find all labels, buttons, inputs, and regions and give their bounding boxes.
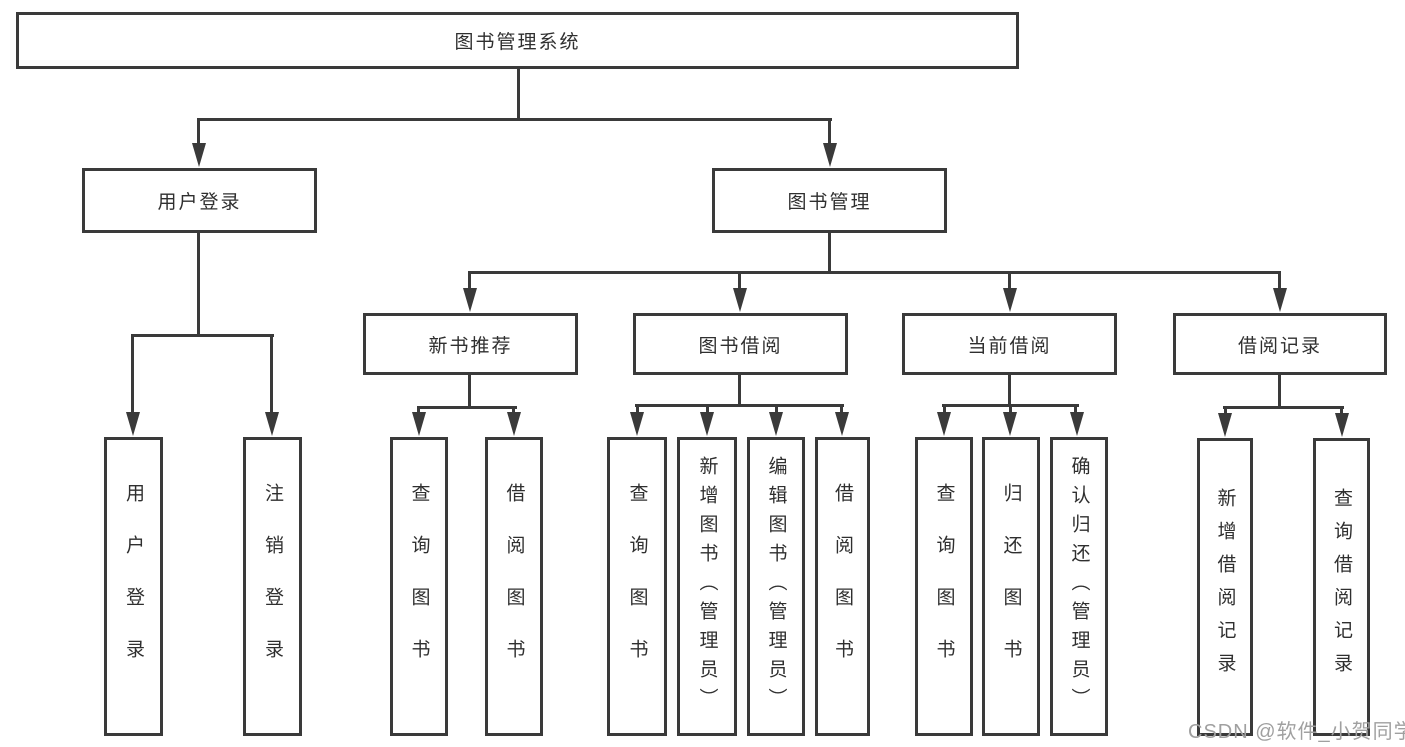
connector-line — [468, 375, 471, 409]
node-book-borrow: 图书借阅 — [633, 313, 848, 375]
connector-line — [706, 404, 709, 414]
leaf-borrow-books-2: 借阅图书 — [815, 437, 870, 736]
node-borrow-records-label: 借阅记录 — [1237, 335, 1322, 357]
connector-line — [1223, 406, 1344, 409]
leaf-add-borrow-record-label: 新增借阅记录 — [1214, 488, 1236, 686]
connector-line — [738, 271, 741, 293]
arrow-down-icon — [1218, 413, 1232, 437]
leaf-edit-books-admin: 编辑图书（管理员） — [747, 437, 805, 736]
connector-line — [828, 233, 831, 274]
arrow-down-icon — [1070, 412, 1084, 436]
connector-line — [1278, 375, 1281, 409]
arrow-down-icon — [192, 143, 206, 167]
connector-line — [512, 406, 515, 416]
arrow-down-icon — [1003, 412, 1017, 436]
connector-line — [468, 271, 1281, 274]
node-root: 图书管理系统 — [16, 12, 1019, 69]
arrow-down-icon — [265, 412, 279, 436]
arrow-down-icon — [507, 412, 521, 436]
connector-line — [417, 406, 517, 409]
connector-line — [635, 404, 844, 407]
connector-line — [738, 375, 741, 407]
leaf-query-borrow-record-label: 查询借阅记录 — [1331, 488, 1352, 686]
connector-line — [1278, 271, 1281, 293]
connector-line — [1340, 406, 1343, 416]
leaf-add-borrow-record: 新增借阅记录 — [1197, 438, 1253, 736]
connector-line — [131, 334, 274, 337]
leaf-confirm-return-admin-label: 确认归还（管理员） — [1068, 456, 1090, 717]
arrow-down-icon — [463, 288, 477, 312]
connector-line — [1074, 404, 1077, 414]
leaf-return-books: 归还图书 — [982, 437, 1040, 736]
connector-line — [468, 271, 471, 293]
leaf-logout: 注销登录 — [243, 437, 302, 736]
arrow-down-icon — [700, 412, 714, 436]
connector-line — [517, 69, 520, 120]
connector-line — [1008, 271, 1011, 293]
leaf-borrow-books-2-label: 借阅图书 — [832, 482, 853, 691]
arrow-down-icon — [630, 412, 644, 436]
leaf-confirm-return-admin: 确认归还（管理员） — [1050, 437, 1108, 736]
leaf-borrow-books-1-label: 借阅图书 — [503, 482, 525, 691]
connector-line — [197, 118, 200, 146]
node-new-book-recommend: 新书推荐 — [363, 313, 578, 375]
leaf-add-books-admin: 新增图书（管理员） — [677, 437, 737, 736]
arrow-down-icon — [823, 143, 837, 167]
connector-line — [828, 118, 831, 146]
leaf-query-books-2: 查询图书 — [607, 437, 667, 736]
connector-line — [197, 233, 200, 336]
leaf-query-books-1-label: 查询图书 — [408, 482, 430, 691]
leaf-query-books-1: 查询图书 — [390, 437, 448, 736]
node-book-management: 图书管理 — [712, 168, 947, 233]
leaf-query-books-3-label: 查询图书 — [933, 482, 955, 691]
node-root-label: 图书管理系统 — [454, 32, 581, 53]
leaf-query-books-3: 查询图书 — [915, 437, 973, 736]
connector-line — [197, 118, 832, 121]
arrow-down-icon — [412, 412, 426, 436]
arrow-down-icon — [1003, 288, 1017, 312]
leaf-query-books-2-label: 查询图书 — [626, 482, 648, 691]
arrow-down-icon — [769, 412, 783, 436]
node-user-login: 用户登录 — [82, 168, 317, 233]
connector-line — [1008, 375, 1011, 407]
leaf-edit-books-admin-label: 编辑图书（管理员） — [765, 456, 787, 717]
leaf-add-books-admin-label: 新增图书（管理员） — [696, 456, 718, 717]
connector-line — [636, 404, 639, 414]
leaf-user-login: 用户登录 — [104, 437, 163, 736]
node-current-borrow-label: 当前借阅 — [967, 335, 1052, 357]
leaf-query-borrow-record: 查询借阅记录 — [1313, 438, 1370, 736]
node-borrow-records: 借阅记录 — [1173, 313, 1387, 375]
arrow-down-icon — [1335, 413, 1349, 437]
arrow-down-icon — [1273, 288, 1287, 312]
connector-line — [270, 334, 273, 416]
node-current-borrow: 当前借阅 — [902, 313, 1117, 375]
connector-line — [840, 404, 843, 414]
arrow-down-icon — [835, 412, 849, 436]
node-new-book-recommend-label: 新书推荐 — [428, 335, 513, 357]
connector-line — [131, 334, 134, 416]
connector-line — [1224, 406, 1227, 416]
connector-line — [943, 404, 946, 414]
node-book-management-label: 图书管理 — [787, 192, 872, 213]
csdn-watermark: CSDN @软件_小贺同学 — [1188, 721, 1405, 743]
connector-line — [1009, 404, 1012, 414]
leaf-user-login-label: 用户登录 — [123, 482, 144, 691]
node-book-borrow-label: 图书借阅 — [698, 335, 783, 357]
leaf-return-books-label: 归还图书 — [1000, 482, 1022, 691]
arrow-down-icon — [733, 288, 747, 312]
leaf-borrow-books-1: 借阅图书 — [485, 437, 543, 736]
connector-line — [775, 404, 778, 414]
leaf-logout-label: 注销登录 — [262, 482, 283, 691]
arrow-down-icon — [937, 412, 951, 436]
connector-line — [417, 406, 420, 416]
arrow-down-icon — [126, 412, 140, 436]
node-user-login-label: 用户登录 — [157, 192, 242, 213]
